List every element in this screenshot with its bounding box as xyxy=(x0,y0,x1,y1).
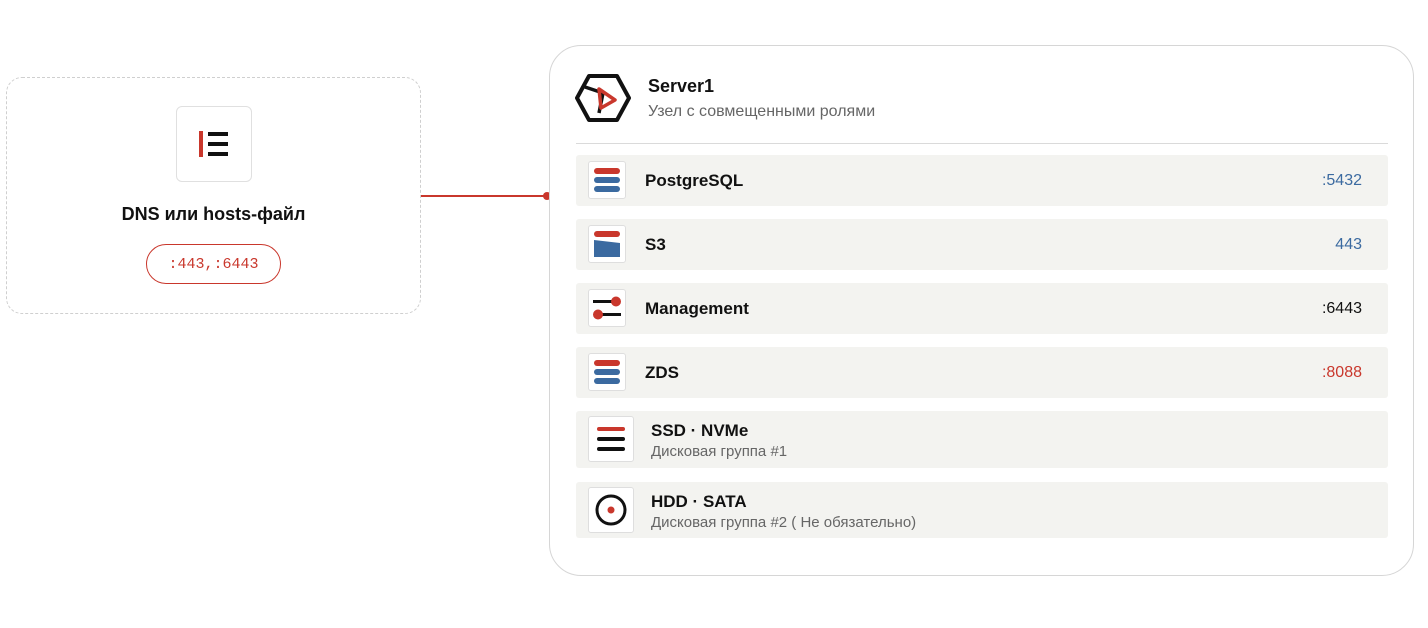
service-row-management[interactable]: Management :6443 xyxy=(576,283,1388,334)
disk-row-ssd[interactable]: SSD · NVMe Дисковая группа #1 xyxy=(576,411,1388,468)
service-label: PostgreSQL xyxy=(645,171,744,190)
dns-title: DNS или hosts-файл xyxy=(121,204,306,224)
divider xyxy=(576,143,1388,144)
disk-label: HDD · SATA xyxy=(651,492,747,511)
service-label: Management xyxy=(645,299,749,318)
server-logo-icon xyxy=(575,73,631,123)
ssd-icon xyxy=(588,416,634,462)
service-row-s3[interactable]: S3 443 xyxy=(576,219,1388,270)
service-port: :8088 xyxy=(1321,364,1362,381)
dns-node[interactable]: DNS или hosts-файл :443,:6443 xyxy=(6,77,421,314)
connector-endpoint xyxy=(543,192,551,200)
disk-subtitle: Дисковая группа #2 ( Не обязательно) xyxy=(651,514,917,531)
disk-subtitle: Дисковая группа #1 xyxy=(651,443,788,460)
disk-row-hdd[interactable]: HDD · SATA Дисковая группа #2 ( Не обяза… xyxy=(576,482,1388,538)
disk-label: SSD · NVMe xyxy=(651,421,749,440)
server-subtitle: Узел с совмещенными ролями xyxy=(648,103,876,120)
dns-ports-badge: :443,:6443 xyxy=(146,244,281,284)
database-icon xyxy=(588,353,626,391)
connector-line xyxy=(421,195,547,197)
service-row-zds[interactable]: ZDS :8088 xyxy=(576,347,1388,398)
list-icon xyxy=(176,106,252,182)
service-label: ZDS xyxy=(645,363,679,382)
service-row-postgresql[interactable]: PostgreSQL :5432 xyxy=(576,155,1388,206)
database-icon xyxy=(588,161,626,199)
service-port: 443 xyxy=(1335,236,1362,253)
server-node[interactable]: Server1 Узел с совмещенными ролями Postg… xyxy=(549,45,1414,576)
hdd-icon xyxy=(588,487,634,533)
sliders-icon xyxy=(588,289,626,327)
service-label: S3 xyxy=(645,235,666,254)
service-port: :5432 xyxy=(1321,172,1362,189)
bucket-icon xyxy=(588,225,626,263)
service-port: :6443 xyxy=(1321,300,1362,317)
server-name: Server1 xyxy=(648,76,715,96)
